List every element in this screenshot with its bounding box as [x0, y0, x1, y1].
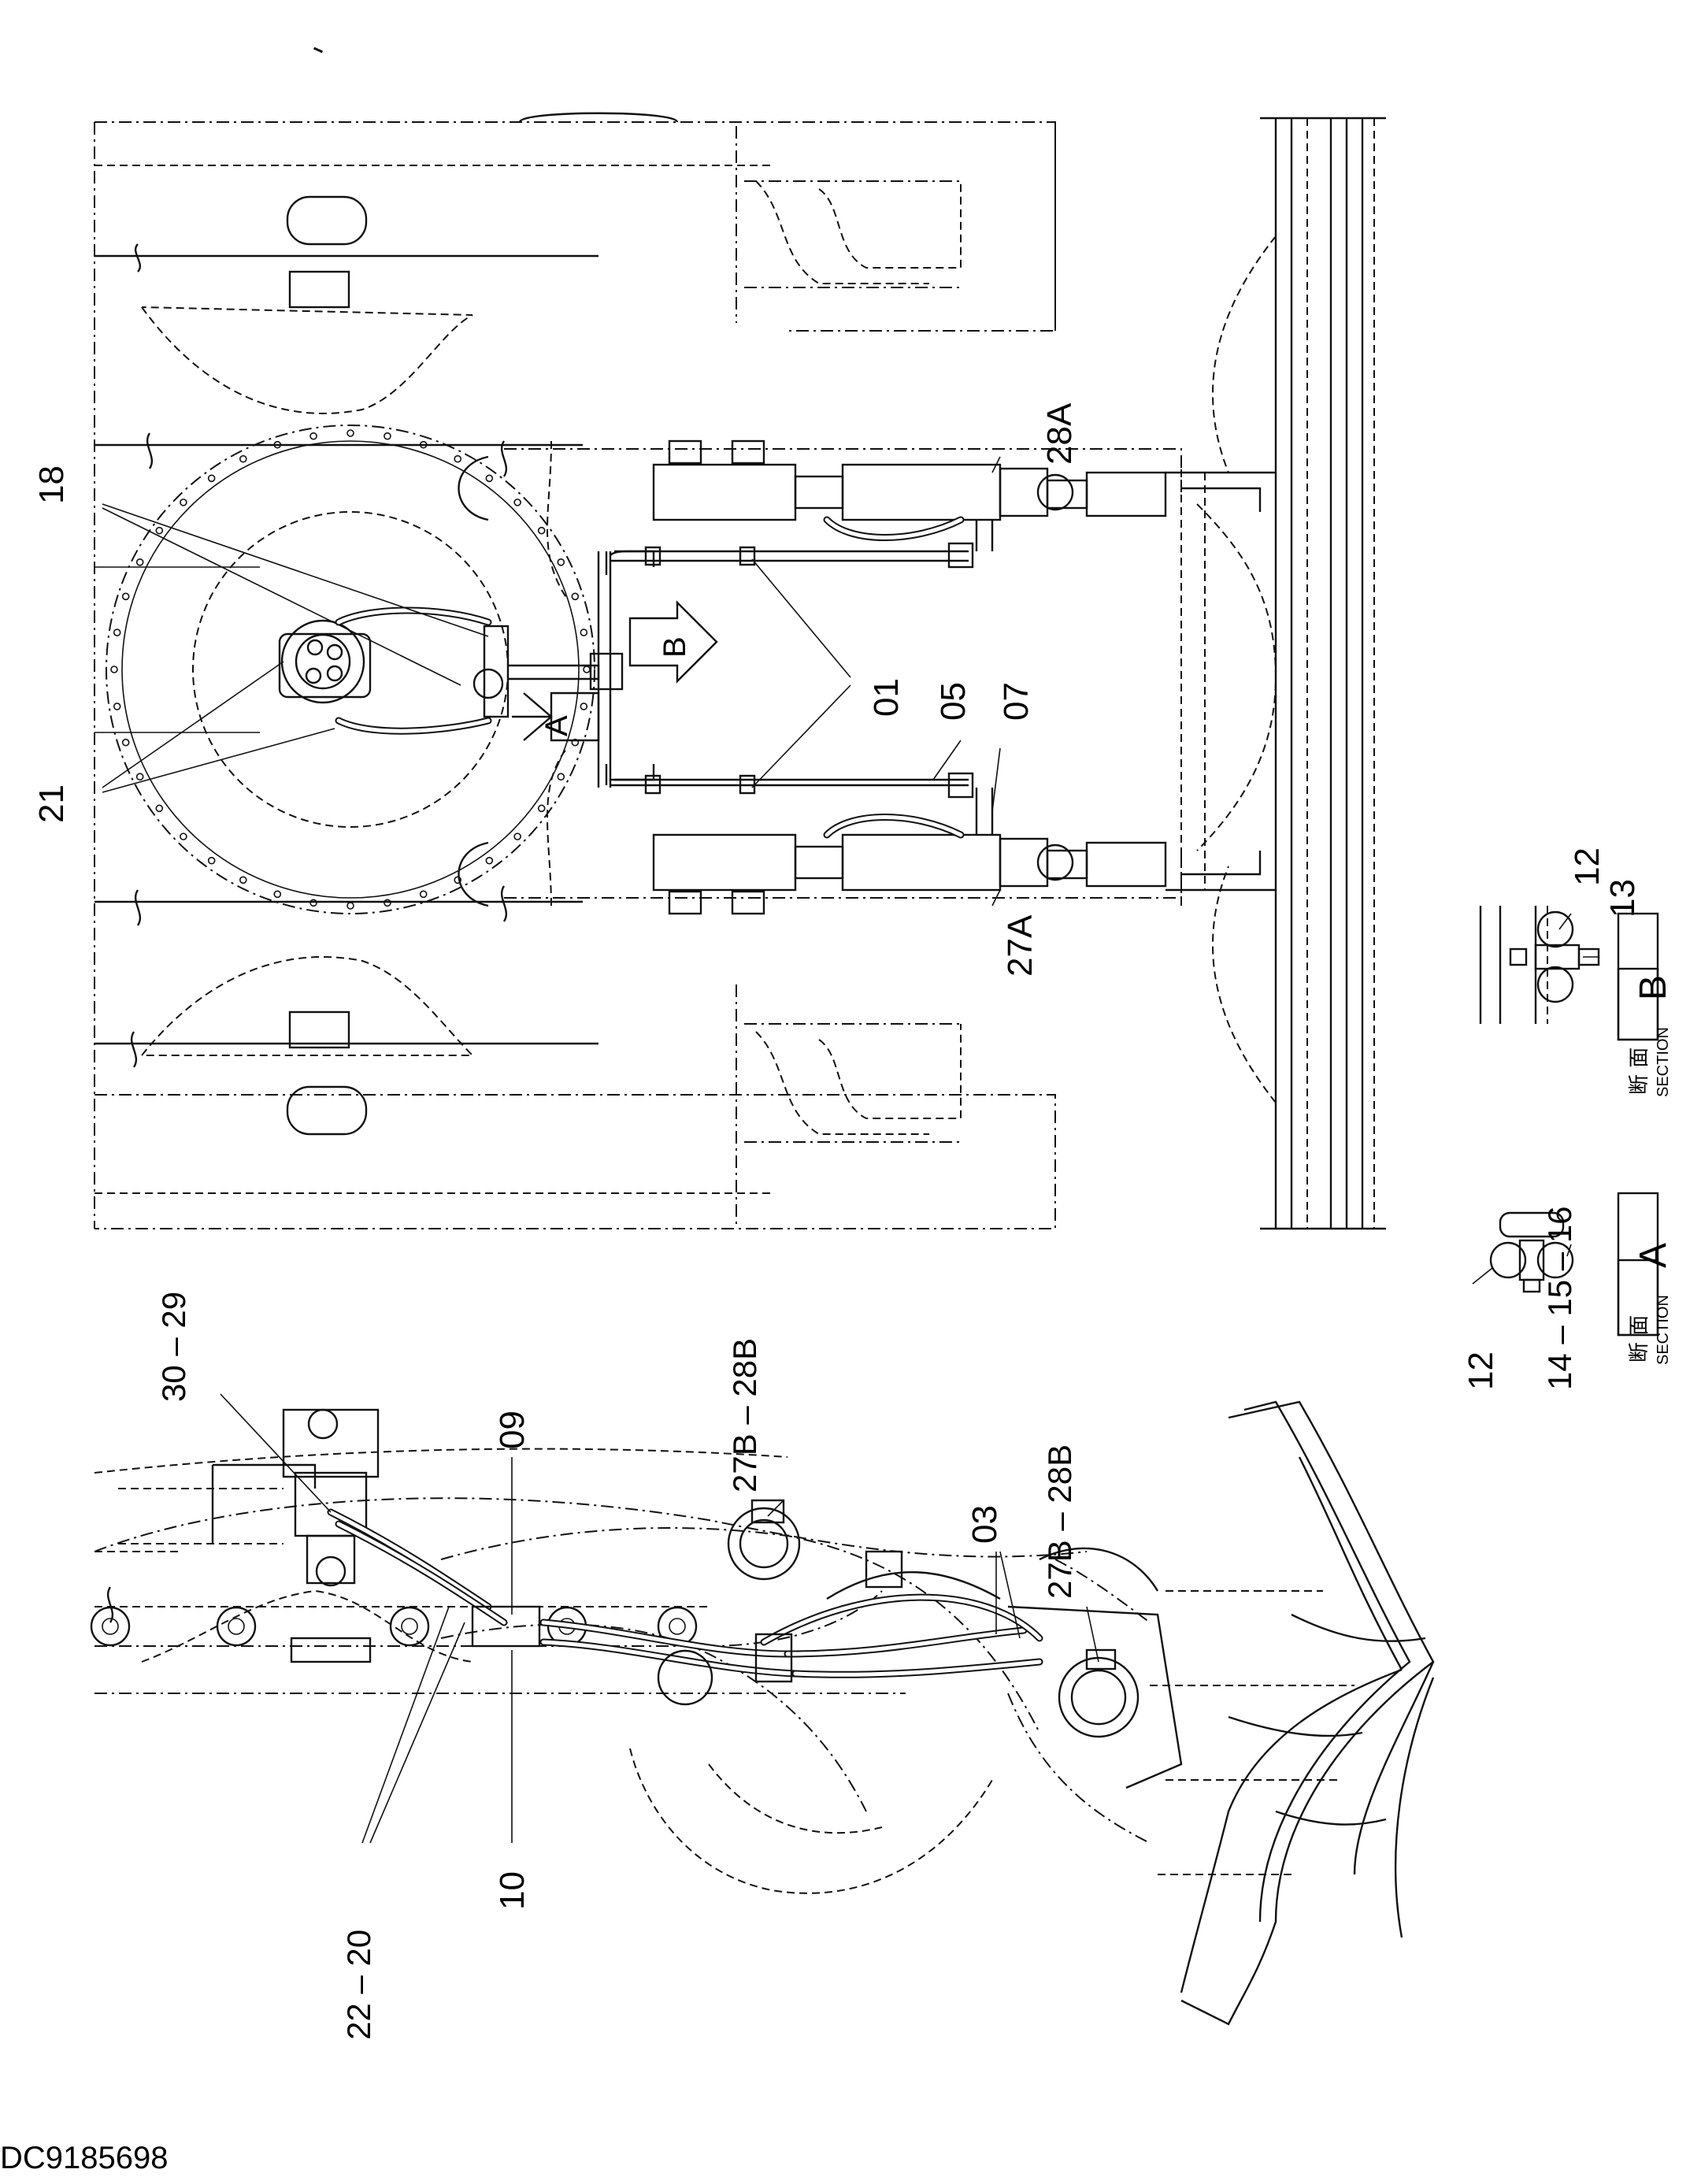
lower-side-view	[90, 1400, 1435, 2026]
bearing-bolt	[155, 804, 164, 813]
callout-05: 05	[934, 682, 973, 721]
bearing-bolt	[239, 876, 247, 884]
bearing-bolt	[207, 856, 216, 865]
callout-21: 21	[32, 784, 71, 823]
bearing-bolt	[309, 899, 317, 907]
track-roller-hub	[228, 1618, 245, 1635]
section-b-word: SECTION	[1655, 1027, 1672, 1097]
bearing-bolt	[346, 902, 354, 910]
bearing-bolt	[583, 666, 591, 673]
bearing-bolt	[346, 429, 354, 437]
callout-03: 03	[965, 1505, 1004, 1544]
bearing-bolt	[571, 738, 580, 747]
callout-14-15-16: 14 – 15 – 16	[1541, 1206, 1578, 1390]
bearing-bolt	[454, 454, 461, 463]
bearing-bolt	[273, 890, 282, 899]
section-a-kanji: 断 面	[1628, 1315, 1651, 1363]
callout-13: 13	[1603, 879, 1642, 918]
callout-28a: 28A	[1040, 402, 1079, 465]
section-b-kanji: 断 面	[1628, 1048, 1651, 1095]
section-a-letter: A	[1632, 1243, 1674, 1268]
track-roller	[90, 1606, 131, 1647]
section-a-label: 断 面 SECTION A	[1628, 1243, 1674, 1365]
center-swivel-joint	[278, 619, 372, 704]
view-arrow-a	[512, 692, 600, 742]
bearing-bolt	[135, 773, 144, 781]
upper-structure	[118, 1408, 380, 1663]
bearing-bolt	[419, 440, 428, 449]
bearing-bolt	[273, 440, 282, 449]
callout-09: 09	[493, 1411, 532, 1449]
bearing-bolt	[110, 666, 118, 673]
view-arrow-b-letter: B	[658, 636, 692, 658]
bearing-bolt	[384, 432, 391, 440]
bearing-bolt	[135, 558, 144, 566]
track-roller	[389, 1606, 430, 1647]
drawing-number: DC9185698	[0, 2141, 169, 2175]
bearing-bolt	[180, 499, 187, 506]
blade-side-profile	[1150, 1400, 1435, 2026]
bearing-bolt	[419, 890, 428, 899]
callout-22-20: 22 – 20	[340, 1930, 377, 2040]
bearing-bolt	[239, 454, 247, 463]
callout-10: 10	[493, 1871, 532, 1910]
callout-07: 07	[997, 682, 1036, 721]
bearing-bolt	[113, 629, 121, 636]
track-roller	[216, 1606, 257, 1647]
cylinder-28a	[652, 439, 1167, 551]
boom-hoses	[327, 1508, 1043, 1678]
callout-27b-28b-bottom: 27B – 28B	[1041, 1444, 1078, 1599]
bearing-bolt	[155, 526, 164, 535]
section-b-detail	[1479, 906, 1659, 1041]
bearing-bolt	[384, 899, 391, 907]
section-b-letter: B	[1632, 975, 1674, 1000]
leader-lines	[102, 456, 1599, 1844]
view-arrow-a-letter: A	[539, 715, 574, 736]
section-a-detail	[1489, 1192, 1659, 1337]
callout-12-section-a: 12	[1462, 1352, 1500, 1390]
view-arrow-b	[628, 600, 718, 684]
bearing-bolt-ring	[110, 429, 591, 910]
section-b-label: 断 面 SECTION B	[1628, 975, 1674, 1097]
callout-12-section-b: 12	[1568, 847, 1606, 886]
bearing-bolt	[207, 474, 216, 483]
bearing-bolt	[113, 703, 121, 710]
track-roller-hub	[669, 1618, 686, 1635]
bearing-bolt	[537, 804, 546, 813]
bearing-bolt	[454, 876, 461, 884]
bearing-bolt	[180, 832, 187, 840]
callout-labels: 18 21 28A 01 05 07 27A 12 13 12 14 – 15 …	[32, 402, 1674, 2040]
callout-18: 18	[32, 465, 71, 504]
bearing-bolt	[571, 592, 580, 601]
bearing-bolt	[121, 738, 130, 747]
callout-27a: 27A	[1001, 914, 1040, 977]
upper-plan-view	[94, 112, 1386, 1230]
bearing-bolt	[121, 592, 130, 601]
dozer-blade	[1166, 117, 1386, 1230]
bearing-bolt	[485, 856, 494, 865]
bearing-bolt	[537, 526, 546, 535]
bearing-bolt	[309, 432, 317, 440]
callout-27b-28b-top: 27B – 28B	[726, 1338, 763, 1492]
callout-30-29: 30 – 29	[155, 1292, 192, 1402]
track-roller-hub	[401, 1618, 418, 1635]
track-roller-hub	[102, 1618, 119, 1635]
bearing-bolt	[580, 703, 588, 710]
bearing-bolt	[485, 474, 494, 483]
section-a-word: SECTION	[1655, 1295, 1672, 1365]
bearing-bolt	[513, 832, 521, 840]
cylinder-27a	[652, 788, 1167, 915]
bearing-bolt	[557, 558, 565, 566]
bearing-bolt	[580, 629, 588, 636]
bearing-bolt	[557, 773, 565, 781]
callout-01: 01	[867, 678, 906, 717]
bearing-bolt	[513, 499, 521, 506]
